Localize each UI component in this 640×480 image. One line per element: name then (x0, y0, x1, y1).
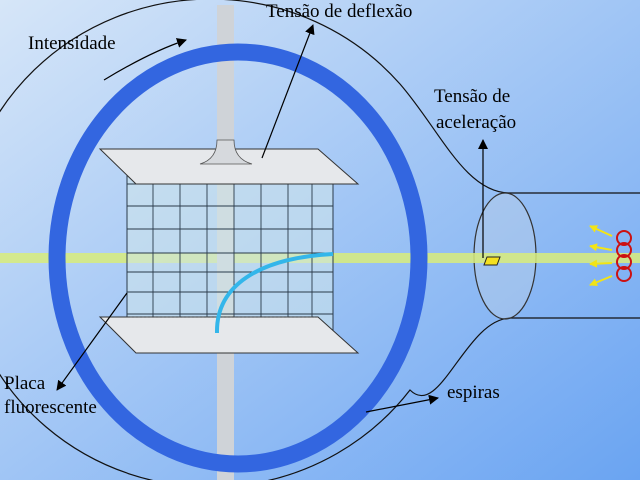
intensity-label: Intensidade (28, 33, 116, 54)
emission-arrow (589, 275, 613, 287)
fluorescent-plate (126, 164, 334, 336)
filament-coil (616, 230, 632, 282)
cathode (483, 256, 501, 266)
emission-arrow (589, 259, 613, 268)
intensity-arrow (103, 38, 187, 81)
rod-neck (199, 139, 253, 165)
electron-trace (214, 252, 334, 334)
plate-label-line2: fluorescente (4, 397, 97, 418)
deflection-arrow (261, 24, 315, 159)
emission-arrow (589, 225, 613, 237)
emission-arrows (589, 225, 613, 287)
plate-arrow (56, 292, 128, 391)
annotation-arrows (56, 24, 488, 413)
plate-label-line1: Placa (4, 373, 46, 394)
coils-arrow (365, 394, 439, 413)
bottom-deflection-plate (98, 316, 360, 354)
acceleration-voltage-label-line2: aceleração (436, 112, 517, 133)
acceleration-voltage-label-line1: Tensão de (434, 86, 511, 107)
coils-label: espiras (447, 382, 500, 403)
coil-ring (48, 43, 428, 473)
deflection-voltage-label: Tensão de deflexão (266, 1, 413, 22)
top-deflection-plate (98, 148, 360, 185)
emission-arrow (589, 243, 613, 252)
